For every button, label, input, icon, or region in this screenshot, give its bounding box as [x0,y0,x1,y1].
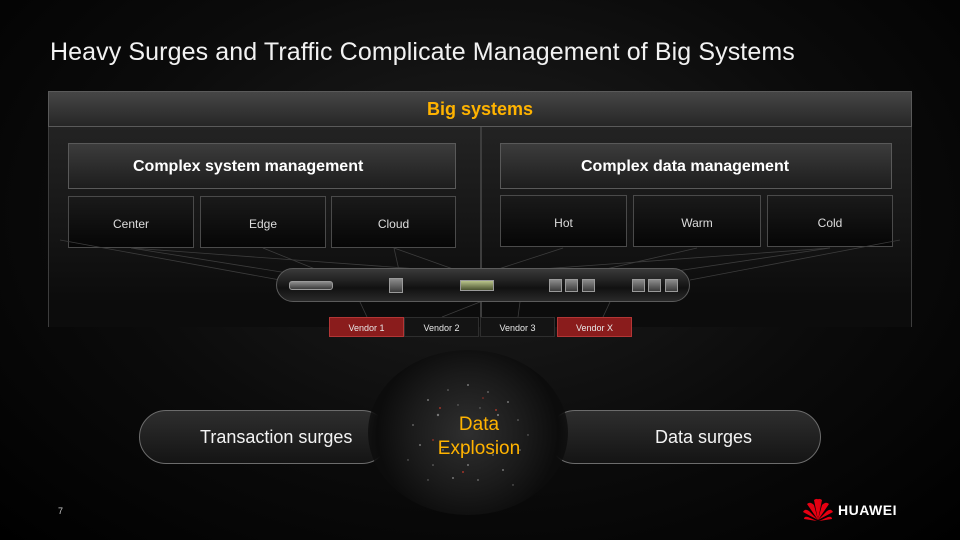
vendor-x: Vendor X [557,317,632,337]
storage-device [389,278,403,293]
data-item-cold: Cold [767,195,893,247]
data-explosion-orb [368,350,568,515]
system-management-title: Complex system management [133,158,364,175]
system-item-edge: Edge [200,196,326,248]
particle-cloud [407,384,529,486]
big-systems-label: Big systems [426,99,534,119]
data-explosion-label: Data Explosion [418,413,540,461]
storage-device [632,279,645,292]
huawei-logo: HUAWEI [802,494,912,526]
hardware-rack [276,268,690,302]
system-item-label: Center [112,217,150,231]
data-item-label: Hot [554,216,573,230]
data-surges-label: Data surges [655,427,753,447]
system-item-label: Cloud [377,217,410,231]
data-management-header: Complex data management [500,143,892,189]
vendor-1: Vendor 1 [329,317,404,337]
data-surges-pill: Data surges [548,410,821,464]
switch-device [460,280,494,291]
data-explosion-line2: Explosion [437,438,521,459]
system-management-header: Complex system management [68,143,456,189]
storage-device [565,279,578,292]
storage-device [549,279,562,292]
transaction-surges-label: Transaction surges [200,427,353,447]
huawei-wordmark: HUAWEI [838,502,897,518]
data-item-label: Warm [681,216,713,230]
data-item-hot: Hot [500,195,627,247]
transaction-surges-pill: Transaction surges [139,410,389,464]
huawei-flower-icon [803,498,833,521]
data-item-warm: Warm [633,195,761,247]
data-item-label: Cold [817,216,843,230]
server-device [289,281,333,290]
big-systems-banner: Big systems [48,91,912,127]
storage-device [582,279,595,292]
vendor-3: Vendor 3 [480,317,555,337]
data-explosion-line1: Data [458,414,500,435]
system-item-center: Center [68,196,194,248]
storage-device [665,279,678,292]
data-management-title: Complex data management [581,158,790,175]
page-number: 7 [58,506,64,516]
storage-device [648,279,661,292]
system-item-cloud: Cloud [331,196,456,248]
system-item-label: Edge [248,217,278,231]
slide-title: Heavy Surges and Traffic Complicate Mana… [50,38,795,66]
vendor-2: Vendor 2 [404,317,479,337]
